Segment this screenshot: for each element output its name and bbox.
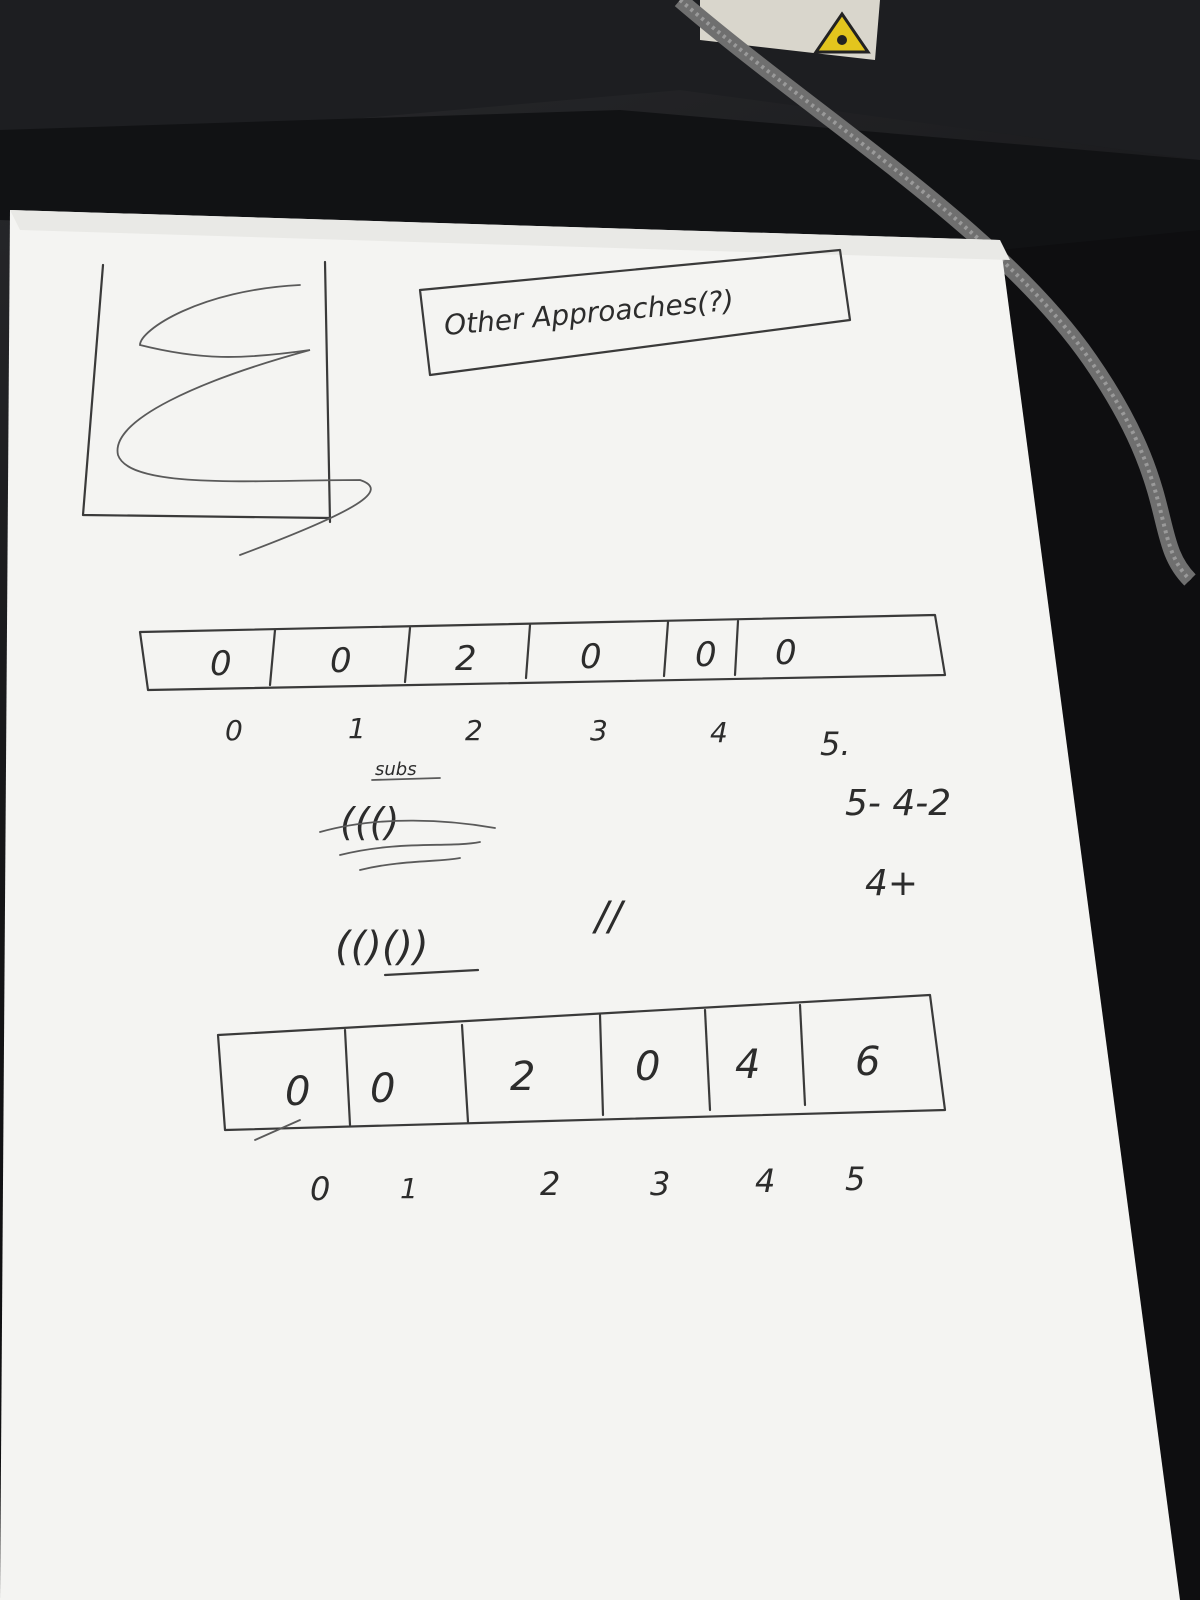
side-note-one: 5- 4-2 <box>845 783 951 824</box>
array-one-cell: 0 <box>580 637 602 677</box>
array-two: 0 0 2 0 4 6 0 1 2 3 4 5 <box>216 993 947 1208</box>
wave-sketch <box>81 260 372 556</box>
printer-top <box>0 0 1200 160</box>
array-two-cell: 0 <box>285 1069 310 1115</box>
array-one-index: 2 <box>465 714 483 747</box>
array-two-cell: 6 <box>855 1039 880 1085</box>
array-one-cell: 0 <box>695 635 717 675</box>
array-two-index: 5 <box>845 1160 865 1198</box>
array-two-index: 1 <box>400 1172 418 1205</box>
array-two-index: 4 <box>755 1162 775 1200</box>
array-one-index: 5. <box>820 725 851 763</box>
array-two-index: 3 <box>650 1165 670 1203</box>
array-two-cell: 4 <box>735 1042 760 1088</box>
paren-notes: subs ((() (()()) // <box>319 759 626 977</box>
paper-sheet <box>0 210 1180 1600</box>
scribble-label: subs <box>375 759 417 780</box>
array-one-cell: 0 <box>330 641 352 681</box>
array-one-index: 0 <box>225 714 243 747</box>
array-one-cell: 0 <box>775 633 797 673</box>
check-mark: // <box>592 894 626 940</box>
array-one-index: 4 <box>710 716 728 749</box>
box-outline <box>81 263 332 520</box>
array-two-index: 2 <box>540 1165 560 1203</box>
balanced-parens: (()()) <box>335 924 429 970</box>
wave-curve <box>116 284 372 556</box>
array-one: 0 0 2 0 0 0 0 1 2 3 4 5. <box>138 613 947 763</box>
array-two-index: 0 <box>310 1170 330 1208</box>
array-one-outline <box>138 613 947 692</box>
warning-triangle-icon <box>813 11 871 54</box>
array-one-cell: 0 <box>210 644 232 684</box>
array-two-cell: 0 <box>635 1044 660 1090</box>
array-two-cell: 0 <box>370 1066 395 1112</box>
array-one-index: 3 <box>590 714 608 747</box>
array-one-cell: 2 <box>455 639 477 679</box>
array-two-cell: 2 <box>510 1054 535 1100</box>
side-note-two: 4+ <box>865 863 918 904</box>
scribble-strikes <box>319 819 496 871</box>
array-two-outline <box>216 993 947 1132</box>
desk-right <box>1000 230 1200 1600</box>
array-one-index: 1 <box>348 712 366 745</box>
